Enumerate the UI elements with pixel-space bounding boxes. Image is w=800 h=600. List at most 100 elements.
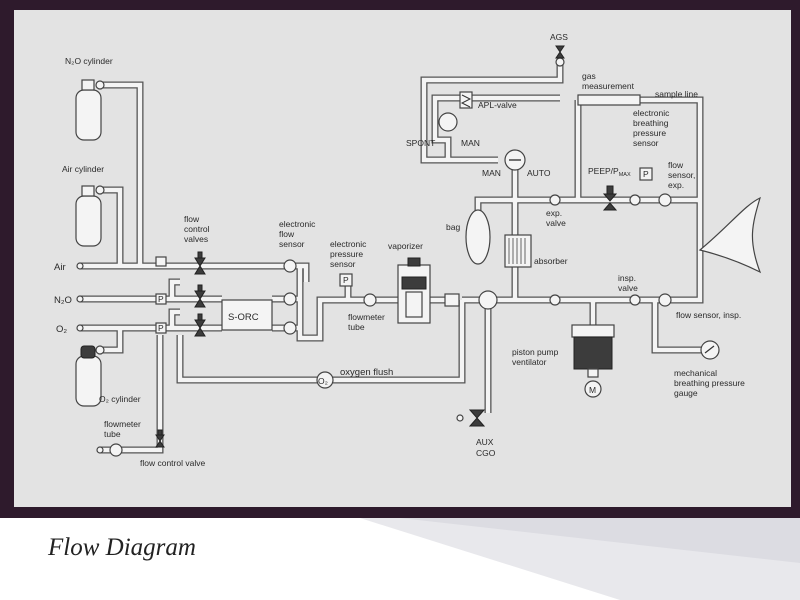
label-o2: O₂ xyxy=(56,324,67,335)
regulator-p-n2o: P xyxy=(158,294,164,304)
label-flow-sensor-exp-3: exp. xyxy=(668,180,684,190)
label-flow-control-valves-3: valves xyxy=(184,234,208,244)
flow-sensor-insp xyxy=(658,293,672,307)
label-breathing-sensor-1: electronic xyxy=(633,108,670,118)
peep-valve xyxy=(602,185,618,211)
flow-sensor-exp xyxy=(658,193,672,207)
label-flowmeter-tube-1: flowmeter xyxy=(348,312,385,322)
label-flow-control-valve: flow control valve xyxy=(140,458,205,468)
label-flow-sensor-exp-2: sensor, xyxy=(668,170,695,180)
o2-inlet xyxy=(76,324,84,332)
label-electronic-flow-sensor-3: sensor xyxy=(279,239,305,249)
label-breathing-sensor-3: pressure xyxy=(633,128,666,138)
label-vaporizer: vaporizer xyxy=(388,241,423,251)
label-o2-cylinder: O₂ cylinder xyxy=(99,394,141,404)
label-pressure-sensor-3: sensor xyxy=(330,259,356,269)
label-spont: SPONT xyxy=(406,138,435,148)
apl-valve xyxy=(459,91,473,109)
label-bag: bag xyxy=(446,222,460,232)
oxygen-flush-button: O₂ xyxy=(316,371,334,389)
pipe-network xyxy=(80,65,705,454)
label-flow-control-valves-1: flow xyxy=(184,214,200,224)
label-mechanical-gauge-2: breathing pressure xyxy=(674,378,745,388)
caption: Flow Diagram xyxy=(48,534,196,561)
mechanical-pressure-gauge xyxy=(700,340,720,360)
s-orc: S-ORC xyxy=(221,299,273,331)
label-flow-control-valves-2: control xyxy=(184,224,210,234)
n2o-cylinder xyxy=(75,79,105,141)
n2o-inlet xyxy=(76,295,84,303)
electronic-pressure-sensor: P xyxy=(339,273,353,287)
label-n2o-cylinder: N₂O cylinder xyxy=(65,56,113,66)
label-flow-sensor-insp: flow sensor, insp. xyxy=(676,310,741,320)
regulator-p-o2: P xyxy=(158,323,164,333)
label-flowmeter-tube-bottom-2: tube xyxy=(104,429,121,439)
s-orc-label: S-ORC xyxy=(228,312,259,323)
patient-y-piece xyxy=(698,196,762,274)
label-pressure-sensor-2: pressure xyxy=(330,249,363,259)
footer-shade xyxy=(360,518,800,600)
motor-symbol: M xyxy=(589,385,596,395)
label-mechanical-gauge-3: gauge xyxy=(674,388,698,398)
exp-valve-check xyxy=(629,194,641,206)
label-piston-pump-1: piston pump xyxy=(512,347,559,357)
piston-pump-ventilator: M xyxy=(571,324,615,398)
electronic-flow-sensors xyxy=(283,259,297,335)
label-pressure-sensor-1: electronic xyxy=(330,239,367,249)
label-mechanical-gauge-1: mechanical xyxy=(674,368,717,378)
label-flow-sensor-exp-1: flow xyxy=(668,160,684,170)
label-ags: AGS xyxy=(550,32,568,42)
label-electronic-flow-sensor-2: flow xyxy=(279,229,295,239)
label-breathing-sensor-4: sensor xyxy=(633,138,659,148)
label-n2o: N₂O xyxy=(54,295,72,306)
spont-man-switch xyxy=(438,112,458,132)
o2-cylinder xyxy=(75,345,105,407)
label-man-auto-man: MAN xyxy=(482,168,501,178)
label-peep-pmax: PEEP/PMAX xyxy=(588,166,631,178)
label-apl-valve: APL-valve xyxy=(478,100,517,110)
flow-diagram: P P S-ORC P O₂ xyxy=(54,32,762,468)
air-inlet xyxy=(76,262,84,270)
bottom-flowmeter-tube xyxy=(109,443,123,457)
insp-valve xyxy=(549,294,561,306)
gas-measurement xyxy=(577,94,641,106)
label-flowmeter-tube-bottom-1: flowmeter xyxy=(104,419,141,429)
labels: N₂O cylinder Air cylinder O₂ cylinder Ai… xyxy=(54,32,745,468)
label-air: Air xyxy=(54,262,66,273)
pressure-sensor-p: P xyxy=(343,275,349,285)
bottom-inlet xyxy=(96,446,104,454)
flow-control-valves xyxy=(155,251,206,448)
fresh-gas-connector xyxy=(444,293,460,307)
regulators: P P xyxy=(155,256,167,334)
ags-connector xyxy=(555,45,565,67)
label-exp-valve-2: valve xyxy=(546,218,566,228)
label-absorber: absorber xyxy=(534,256,568,266)
breathing-bag xyxy=(465,209,491,265)
label-insp-valve-1: insp. xyxy=(618,273,636,283)
aux-cgo-valve xyxy=(456,409,486,427)
label-insp-valve-2: valve xyxy=(618,283,638,293)
label-man: MAN xyxy=(461,138,480,148)
label-gas-measurement-2: measurement xyxy=(582,81,635,91)
label-oxygen-flush: oxygen flush xyxy=(340,367,393,378)
label-sample-line: sample line xyxy=(655,89,698,99)
label-piston-pump-2: ventilator xyxy=(512,357,547,367)
oxygen-flush-symbol: O₂ xyxy=(318,376,328,386)
label-air-cylinder: Air cylinder xyxy=(62,164,104,174)
exp-valve xyxy=(549,194,561,206)
label-exp-valve-1: exp. xyxy=(546,208,562,218)
slide-footer: Flow Diagram xyxy=(0,518,800,600)
vaporizer xyxy=(397,257,431,324)
breathing-pressure-p: P xyxy=(643,169,649,179)
insp-valve-check xyxy=(629,294,641,306)
label-breathing-sensor-2: breathing xyxy=(633,118,669,128)
label-flowmeter-tube-2: tube xyxy=(348,322,365,332)
label-gas-measurement-1: gas xyxy=(582,71,596,81)
label-aux: AUX xyxy=(476,437,494,447)
label-man-auto-auto: AUTO xyxy=(527,168,551,178)
absorber xyxy=(504,234,532,268)
air-cylinder xyxy=(75,185,105,247)
pipe-inner xyxy=(80,65,705,453)
label-electronic-flow-sensor-1: electronic xyxy=(279,219,316,229)
fresh-gas-decoupling xyxy=(478,290,498,310)
